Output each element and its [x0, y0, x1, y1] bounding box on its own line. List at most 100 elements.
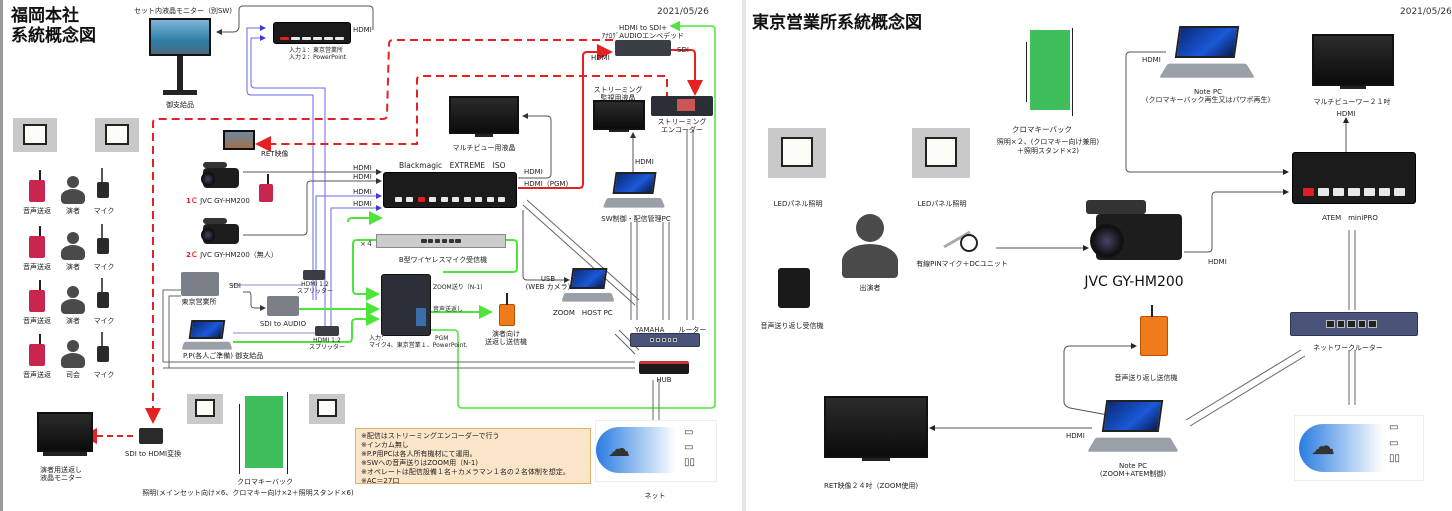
- wireless-rx-label: B型ワイヤレスマイク受信機: [398, 256, 488, 264]
- led-light-1: [13, 118, 57, 152]
- audio-return-transmitter: [29, 334, 45, 366]
- receiver-label: 音声送り返し受信機: [760, 322, 824, 330]
- camera-2-model: JVC GY-HM200: [200, 251, 250, 259]
- hdmi-sdi-label-2: ｱﾅﾛｸﾞAUDIOエンベデッド: [601, 32, 685, 40]
- stream-monitor-label-1: ストリーミング: [593, 86, 643, 94]
- monitor-stand-base: [163, 90, 197, 95]
- person-icon: [61, 340, 85, 368]
- sdi-label-tokyo: SDI: [229, 282, 241, 290]
- lighting-note: 照明(メインセット向け×6、クロマキー向け×2＋照明スタンド×6): [142, 489, 354, 497]
- audio-return-label: 音声送返し: [433, 306, 464, 313]
- stand: [43, 452, 87, 456]
- router-label: ネットワークルーター: [1313, 344, 1383, 352]
- stand-pole: [239, 404, 240, 474]
- sdi-to-audio-converter: [267, 296, 299, 316]
- chroma-note-1: 照明×２、(クロマキー向け兼用): [996, 138, 1100, 146]
- wire-hdmi-atem-to-set-monitor: [216, 5, 374, 35]
- camera-2-label: 2Ｃ JVC GY-HM200（無人）: [186, 251, 278, 259]
- fukuoka-wiring: [81, 5, 716, 444]
- network-arrows: [162, 130, 694, 422]
- sw-pc-label: SW制御・配信管理PC: [601, 215, 671, 223]
- zoom-n1-label: ZOOM送り（N-1): [433, 284, 483, 291]
- tokyo-title: 東京営業所系統概念図: [752, 13, 922, 33]
- fukuoka-date: 2021/05/26: [657, 7, 709, 17]
- person-label: 演者: [66, 317, 80, 325]
- ret-label: RET映像: [261, 150, 289, 158]
- usb-label-2: (WEB カメラ): [525, 283, 571, 291]
- audio-mixer: [381, 274, 431, 336]
- hub-label: HUB: [656, 376, 672, 384]
- transmitter-label: 音声送り返し送信機: [1114, 374, 1178, 382]
- mic-label: マイク: [93, 371, 115, 379]
- stand: [1340, 86, 1366, 89]
- audio-return-transmitter: [29, 280, 45, 312]
- tokyo-diagram-panel: 東京営業所系統概念図 2021/05/26 クロマキーバック 照明×２、(クロマ…: [746, 0, 1452, 511]
- hdmi-label-to-converter: HDMI: [591, 54, 610, 62]
- hdmi-label-1: HDMI: [353, 164, 372, 172]
- hdmi-splitter-2: [315, 326, 339, 336]
- wire-green-mixer-to-switcher: [347, 211, 383, 225]
- led-light-4: [309, 394, 345, 424]
- cloud-icon: ☁: [608, 437, 630, 462]
- wire-blue-hdmi-3: [315, 193, 382, 300]
- note-line: ※配信はストリーミングエンコーダーで行う: [361, 432, 500, 440]
- wire-sdi-audio: [243, 291, 266, 311]
- camera-transmitter: [259, 174, 273, 202]
- notes-box: ※配信はストリーミングエンコーダーで行う ※インカム無し ※P.P用PCは各人所…: [355, 428, 591, 485]
- ret-monitor: [223, 130, 255, 150]
- multiview-monitor: [449, 96, 519, 134]
- note-pc-zoom: [1087, 400, 1179, 452]
- tokyo-date: 2021/05/26: [1400, 7, 1452, 17]
- sdi-label-encoder: SDI: [677, 46, 689, 54]
- performer-label: 出演者: [859, 284, 881, 292]
- note-pc-bottom-label-1: Note PC: [1119, 462, 1147, 470]
- network-router: [1290, 312, 1418, 336]
- stand-pole: [1026, 42, 1027, 102]
- splitter-1-label-2: スプリッター: [296, 288, 334, 295]
- ret-tv-label: RET映像２４吋（ZOOM使用): [824, 482, 919, 490]
- network-arrows-tokyo: [1185, 230, 1356, 427]
- internet-cloud-tokyo: ☁ ▭▭▯▯: [1294, 415, 1424, 481]
- splitter-2-label-2: スプリッター: [308, 344, 346, 351]
- hdmi-label-3: HDMI: [353, 188, 372, 196]
- wire-blue-hdmi-4: [330, 205, 382, 330]
- hdmi-to-sdi-converter: [615, 40, 671, 56]
- mic-label: マイク: [93, 207, 115, 215]
- mixer-input-2: マイク4、東京営業１、PowerPoint.: [369, 342, 468, 349]
- cloud-icon: ☁: [1311, 432, 1335, 460]
- sw-control-pc: [602, 172, 666, 208]
- hdmi-label-atem: HDMI: [353, 26, 372, 34]
- note-pc-chroma: [1159, 26, 1255, 78]
- tokyo-converter: [181, 272, 219, 296]
- atem-small-switcher: [273, 22, 351, 44]
- yamaha-router-label: YAMAHA ルーター: [635, 326, 707, 334]
- wire-note-pc-to-atem: [1125, 51, 1289, 175]
- note-line: ※P.P用PCは各人所有機材にて運用。: [361, 450, 477, 459]
- camera-1-label: 1Ｃ JVC GY-HM200: [186, 197, 250, 205]
- chroma-label: クロマキーバック: [237, 478, 293, 486]
- blackmagic-extreme-iso: [383, 172, 517, 208]
- camera-2-number: 2Ｃ: [186, 251, 198, 259]
- wire-multiview: [518, 113, 552, 179]
- panel-divider: [742, 0, 746, 511]
- wire-blue-1: [246, 25, 314, 300]
- atem-input-1: 入力１：東京営業所: [289, 47, 344, 54]
- mic-label: マイク: [93, 317, 115, 325]
- stand-pole: [1072, 28, 1073, 116]
- switcher-label: Blackmagic EXTREME ISO: [399, 161, 506, 170]
- hdmi-label-multiview: HDMI: [524, 168, 543, 176]
- yamaha-router: [630, 333, 700, 347]
- atem-mini-pro: [1292, 152, 1416, 204]
- internet-cloud: ☁ ▭▭▯▯: [595, 420, 717, 482]
- return-monitor-label-1: 演者用送返し: [40, 466, 82, 474]
- fukuoka-title: 福岡本社 系統概念図: [11, 6, 96, 47]
- wire-green-rack: [352, 239, 518, 273]
- audio-return-receiver: [778, 268, 810, 308]
- fukuoka-diagram-panel: 福岡本社 系統概念図 2021/05/26 セット内液晶モニター（別SW) 御支…: [0, 0, 717, 511]
- camera-1-number: 1Ｃ: [186, 197, 198, 205]
- sdi-audio-label: SDI to AUDIO: [259, 320, 307, 328]
- led-panel-1-label: LEDパネル照明: [773, 200, 823, 208]
- multiviewer-label: マルチビューワー２１吋: [1313, 98, 1391, 106]
- hdmi-label-sw-pc: HDMI: [635, 158, 654, 166]
- multiview-label: マルチビュー用液晶: [452, 144, 516, 152]
